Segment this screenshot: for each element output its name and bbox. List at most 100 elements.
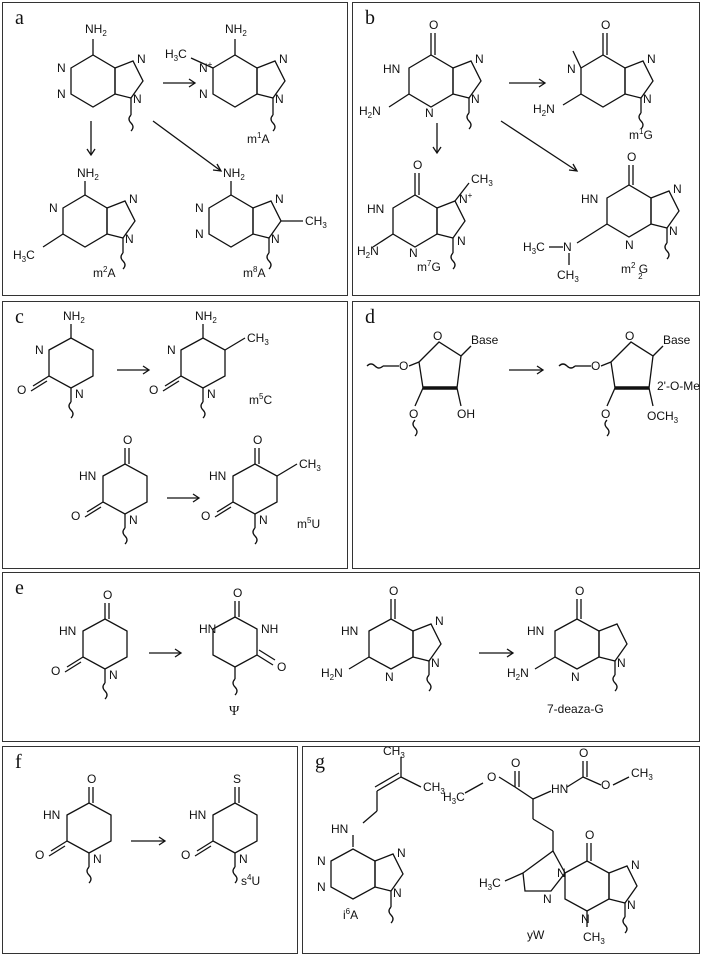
svg-text:O: O — [409, 407, 418, 421]
svg-text:N: N — [673, 182, 682, 196]
svg-text:N: N — [271, 232, 280, 246]
panel-a-structures: NH2 N N N N NH2 H3C N+ N N N m1A — [13, 22, 327, 280]
svg-text:N: N — [125, 232, 134, 246]
svg-text:N: N — [627, 898, 636, 912]
svg-text:N: N — [669, 224, 678, 238]
svg-text:N: N — [129, 513, 138, 527]
svg-text:N: N — [133, 92, 142, 106]
panel-g: g CH3 CH3 HN N N N N i6A — [302, 746, 700, 954]
svg-text:N: N — [167, 343, 176, 357]
arrow-b3 — [500, 120, 578, 172]
panel-f-structures: O HN O N S HN O N s4U — [35, 772, 260, 888]
svg-text:O: O — [123, 433, 132, 447]
panel-d-structures: O O Base O OH O O Base — [366, 329, 700, 437]
svg-text:N: N — [617, 656, 626, 670]
svg-text:N: N — [317, 880, 326, 894]
caption-m8A: m8A — [243, 265, 265, 280]
arrow-a3 — [152, 120, 222, 172]
svg-text:O: O — [433, 329, 442, 343]
m5C-structure: NH2 CH3 N O N — [149, 309, 269, 419]
svg-text:O: O — [627, 150, 636, 164]
svg-text:H3C: H3C — [443, 790, 465, 806]
svg-text:O: O — [201, 509, 210, 523]
svg-text:N: N — [393, 886, 402, 900]
cytosine-structure: NH2 N O N — [17, 309, 94, 419]
svg-text:O: O — [149, 383, 158, 397]
svg-text:H2N: H2N — [507, 666, 529, 682]
svg-text:N: N — [475, 52, 484, 66]
panel-f: f O HN O N S HN O N s4U — [2, 746, 298, 954]
svg-text:HN: HN — [551, 782, 568, 796]
svg-text:N: N — [207, 387, 216, 401]
svg-text:N: N — [563, 240, 572, 254]
uracil-structure: O HN O N — [71, 433, 148, 545]
svg-text:O: O — [389, 584, 398, 598]
svg-text:N: N — [93, 852, 102, 866]
adenine-structure: NH2 N N N N — [57, 22, 146, 132]
m5U-structure: O CH3 HN O N — [201, 433, 321, 545]
ribose-structure: O O Base O OH — [366, 329, 499, 437]
svg-text:N: N — [195, 227, 204, 241]
svg-text:O: O — [585, 828, 594, 842]
panel-e-letter: e — [15, 577, 24, 599]
uridine-f-structure: O HN O N — [35, 772, 112, 884]
svg-text:N: N — [239, 852, 248, 866]
svg-text:O: O — [35, 848, 44, 862]
caption-m2A: m2A — [93, 265, 115, 280]
svg-text:H2N: H2N — [533, 102, 555, 118]
svg-text:O: O — [51, 664, 60, 678]
svg-text:CH3: CH3 — [423, 780, 445, 796]
s4U-structure: S HN O N — [181, 772, 258, 884]
pseudouridine-structure: O HN NH O — [199, 586, 286, 696]
panel-d: d O O Base O OH O — [352, 301, 700, 569]
svg-text:NH2: NH2 — [85, 22, 107, 38]
svg-text:O: O — [601, 407, 610, 421]
svg-text:N: N — [409, 246, 418, 260]
svg-text:Base: Base — [663, 333, 691, 347]
svg-text:CH3: CH3 — [557, 268, 579, 284]
panel-c: c NH2 N O N NH2 CH3 N O N — [2, 301, 348, 569]
svg-text:HN: HN — [79, 469, 96, 483]
caption-2-O-Me: 2'-O-Me — [657, 379, 700, 393]
svg-text:NH2: NH2 — [63, 309, 85, 325]
svg-text:HN: HN — [341, 624, 358, 638]
caption-m1G: m1G — [629, 127, 653, 142]
svg-text:N: N — [57, 61, 66, 75]
svg-text:O: O — [253, 433, 262, 447]
svg-text:HN: HN — [209, 469, 226, 483]
svg-text:N: N — [571, 670, 580, 684]
svg-text:O: O — [579, 747, 588, 760]
uridine-structure: O HN O N — [51, 588, 128, 700]
caption-7-deaza-G: 7-deaza-G — [547, 702, 604, 716]
svg-text:N: N — [109, 668, 118, 682]
svg-text:N: N — [457, 234, 466, 248]
svg-text:H3C: H3C — [523, 240, 545, 256]
svg-text:H3C: H3C — [13, 248, 35, 264]
caption-m5U: m5U — [297, 516, 320, 531]
panel-b-structures: O HN H2N N N N O N H2N N N m1G — [357, 18, 682, 284]
caption-m7G: m7G — [417, 259, 441, 274]
svg-text:O: O — [591, 359, 600, 373]
svg-text:N: N — [259, 513, 268, 527]
svg-text:H2N: H2N — [321, 666, 343, 682]
svg-text:N: N — [581, 912, 590, 926]
caption-m5C: m5C — [249, 392, 272, 407]
svg-text:N+: N+ — [459, 191, 473, 206]
svg-text:N: N — [625, 238, 634, 252]
svg-text:O: O — [487, 770, 496, 784]
svg-text:HN: HN — [367, 202, 384, 216]
svg-text:N: N — [279, 52, 288, 66]
panel-a-letter: a — [15, 7, 24, 29]
svg-text:N: N — [195, 201, 204, 215]
svg-text:N: N — [35, 343, 44, 357]
svg-text:N: N — [199, 87, 208, 101]
svg-text:NH2: NH2 — [223, 166, 245, 182]
svg-text:O: O — [575, 584, 584, 598]
svg-text:N: N — [471, 92, 480, 106]
svg-text:Base: Base — [471, 333, 499, 347]
svg-text:HN: HN — [189, 808, 206, 822]
svg-text:O: O — [277, 660, 286, 674]
caption-s4U: s4U — [241, 873, 260, 888]
svg-text:CH3: CH3 — [631, 766, 653, 782]
